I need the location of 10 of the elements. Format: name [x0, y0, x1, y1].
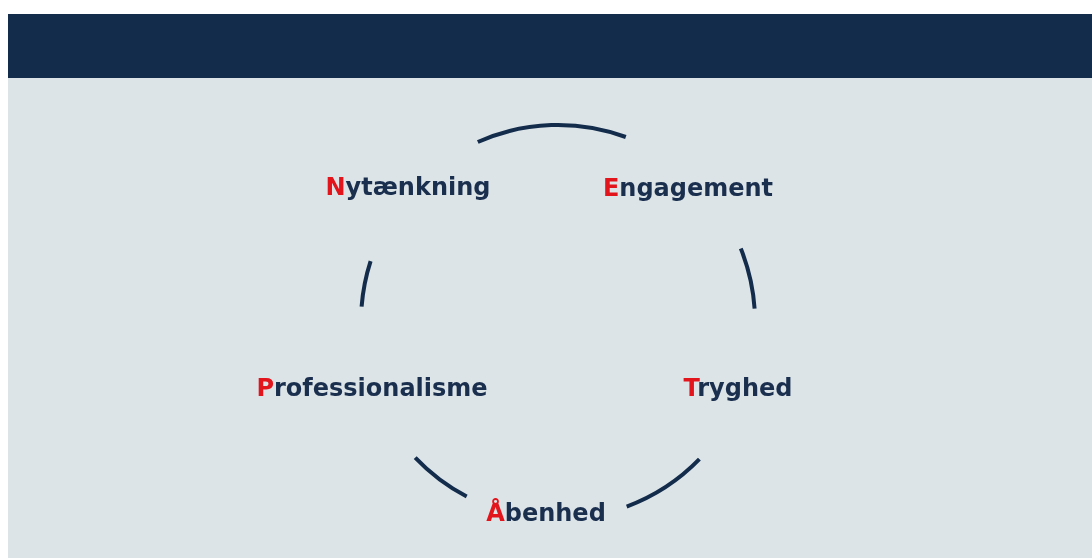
arc-connector — [738, 247, 757, 309]
value-word: Engagement — [602, 174, 774, 202]
arc-connector — [359, 260, 373, 307]
arc-connector — [477, 123, 627, 144]
value-word: Professionalisme — [256, 374, 488, 402]
value-word: Åbenhed — [486, 499, 606, 527]
arc-connector — [625, 457, 701, 509]
value-word: Nytænkning — [325, 173, 491, 201]
arc-connector — [413, 456, 468, 499]
value-word: Tryghed — [683, 374, 793, 402]
